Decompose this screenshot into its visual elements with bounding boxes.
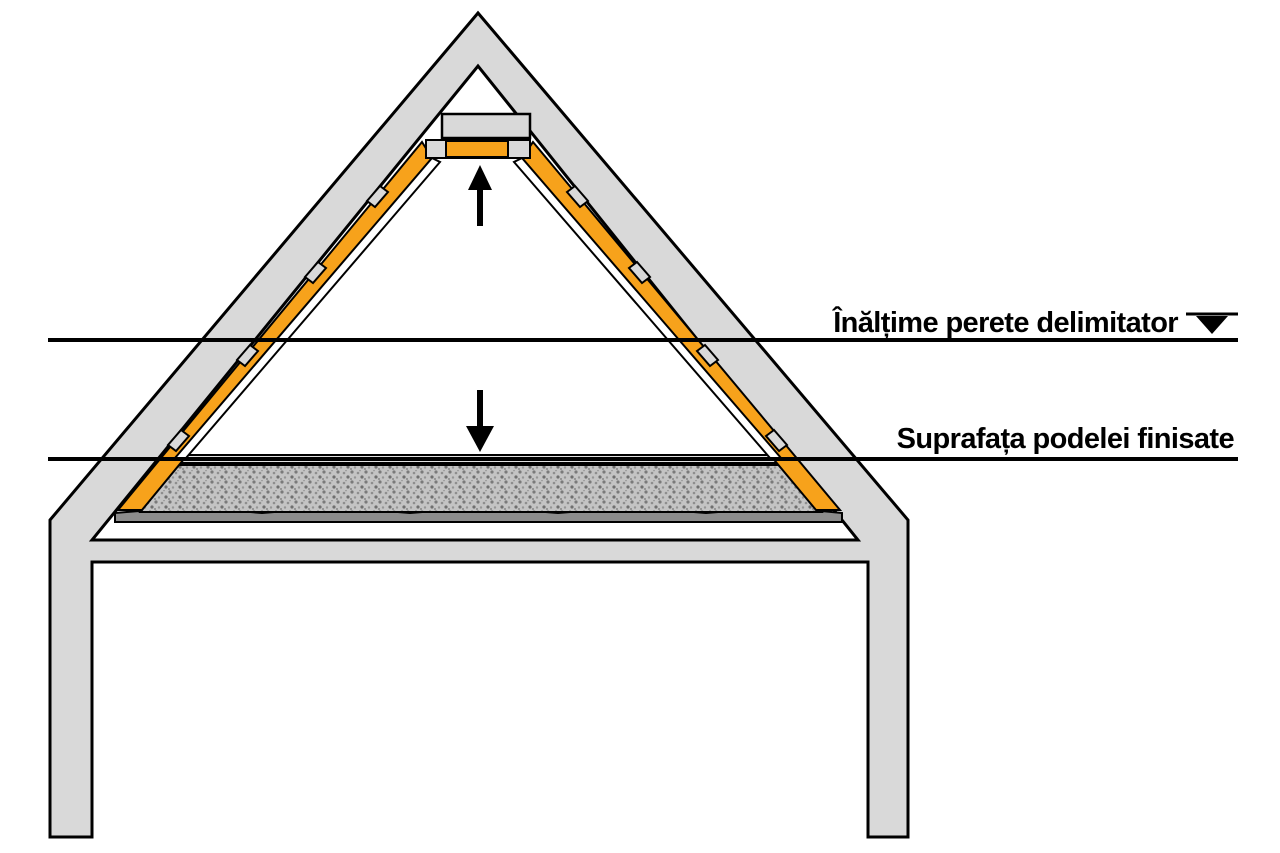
rafter-spacers-left xyxy=(166,184,390,453)
floor-surface-label: Suprafața podelei finisate xyxy=(897,423,1235,455)
rafter-spacers-right xyxy=(565,184,789,453)
inner-lining-left xyxy=(172,156,442,459)
inner-lining-right xyxy=(512,156,784,459)
arrow-up-icon xyxy=(468,165,492,226)
wall-height-label: Înălțime perete delimitator xyxy=(831,305,1178,339)
ceiling-insulation xyxy=(445,140,509,158)
triangle-down-level-icon xyxy=(1186,312,1238,334)
floor-screed xyxy=(138,464,824,513)
collar-beam xyxy=(440,112,532,140)
arrow-down-icon xyxy=(466,390,494,452)
